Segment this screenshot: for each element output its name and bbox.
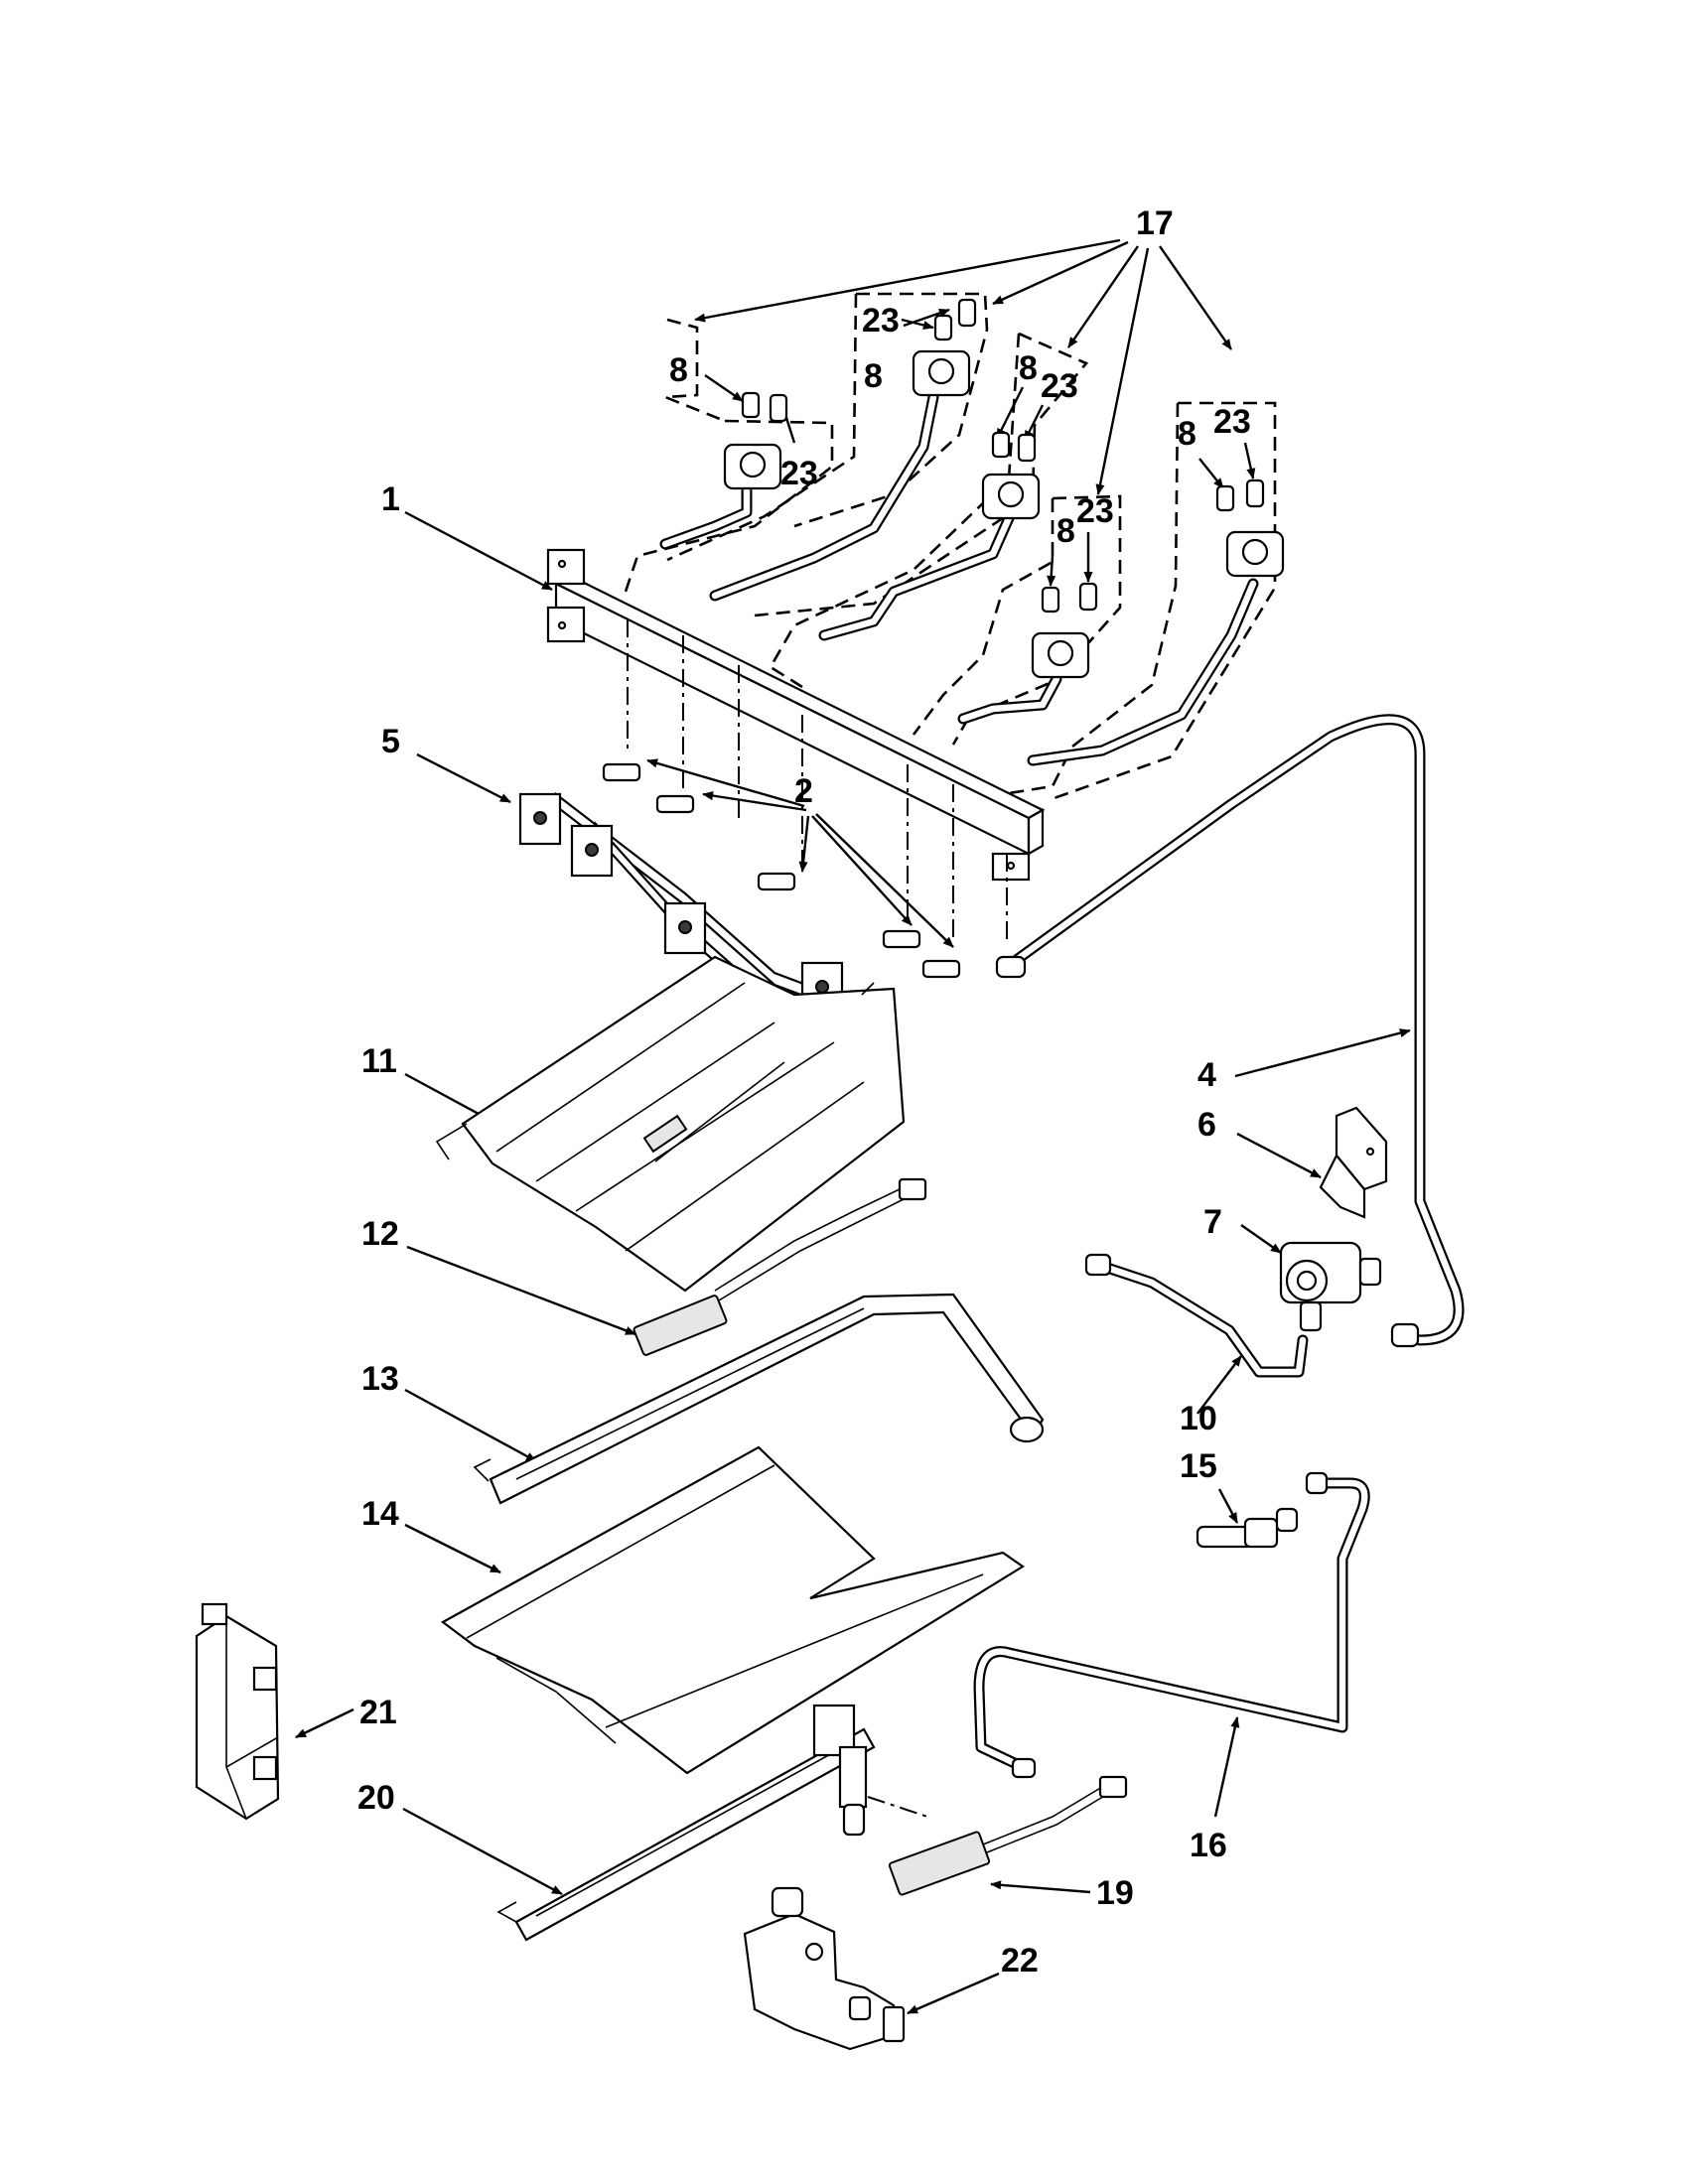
alignment-lines xyxy=(627,619,1008,943)
callout-8: 8 xyxy=(1056,512,1075,550)
regulator-tube xyxy=(1084,1253,1309,1378)
callout-5: 5 xyxy=(381,723,400,760)
callout-12: 12 xyxy=(361,1215,399,1253)
callout-15: 15 xyxy=(1180,1447,1217,1485)
callout-22: 22 xyxy=(1001,1942,1039,1979)
callout-1: 1 xyxy=(381,480,400,518)
callout-8: 8 xyxy=(864,357,883,395)
callout-16: 16 xyxy=(1190,1827,1227,1864)
callout-4: 4 xyxy=(1197,1056,1216,1094)
callout-23: 23 xyxy=(1076,492,1114,530)
orifice-holder xyxy=(602,762,961,979)
leader-lines xyxy=(295,238,1411,2015)
manifold-pipe xyxy=(546,548,1046,882)
broil-burner xyxy=(473,1293,1045,1505)
callout-23: 23 xyxy=(1041,367,1078,405)
oven-valve xyxy=(743,1886,906,2051)
callout-labels: 17 23 8 8 23 8 23 8 23 8 23 1 5 2 4 6 7 … xyxy=(357,205,1251,1979)
spark-module xyxy=(195,1602,280,1821)
callout-8: 8 xyxy=(1178,415,1196,453)
burner-valve xyxy=(1031,582,1098,679)
callout-23: 23 xyxy=(862,302,900,340)
callout-7: 7 xyxy=(1203,1203,1222,1241)
main-gas-tube xyxy=(995,714,1465,1348)
burner-valve xyxy=(912,298,977,397)
callout-2: 2 xyxy=(794,772,813,810)
broil-baffle xyxy=(435,955,906,1293)
callout-8: 8 xyxy=(669,351,688,389)
callout-23: 23 xyxy=(1213,403,1251,441)
callout-8: 8 xyxy=(1019,349,1038,387)
callout-20: 20 xyxy=(357,1779,395,1817)
burner-valve xyxy=(723,391,788,490)
callout-21: 21 xyxy=(359,1694,397,1731)
burner-valve xyxy=(1215,478,1285,578)
burner-valve xyxy=(981,431,1041,520)
callout-13: 13 xyxy=(361,1360,399,1398)
callout-19: 19 xyxy=(1096,1874,1134,1912)
callout-11: 11 xyxy=(361,1042,397,1080)
bake-burner xyxy=(496,1704,876,1942)
oven-fitting xyxy=(1196,1507,1299,1549)
callout-23: 23 xyxy=(780,455,818,492)
bake-igniter xyxy=(867,1775,1128,1896)
pressure-regulator xyxy=(1279,1241,1382,1332)
pressure-regulator-bracket xyxy=(1319,1106,1388,1219)
callout-10: 10 xyxy=(1180,1400,1217,1437)
oven-gas-tube xyxy=(973,1471,1370,1779)
bake-baffle xyxy=(440,1445,1026,1775)
gas-tubes xyxy=(659,391,1259,766)
callout-6: 6 xyxy=(1197,1106,1216,1144)
callout-17: 17 xyxy=(1136,205,1174,242)
broil-igniter xyxy=(633,1177,927,1356)
callout-14: 14 xyxy=(361,1495,399,1533)
